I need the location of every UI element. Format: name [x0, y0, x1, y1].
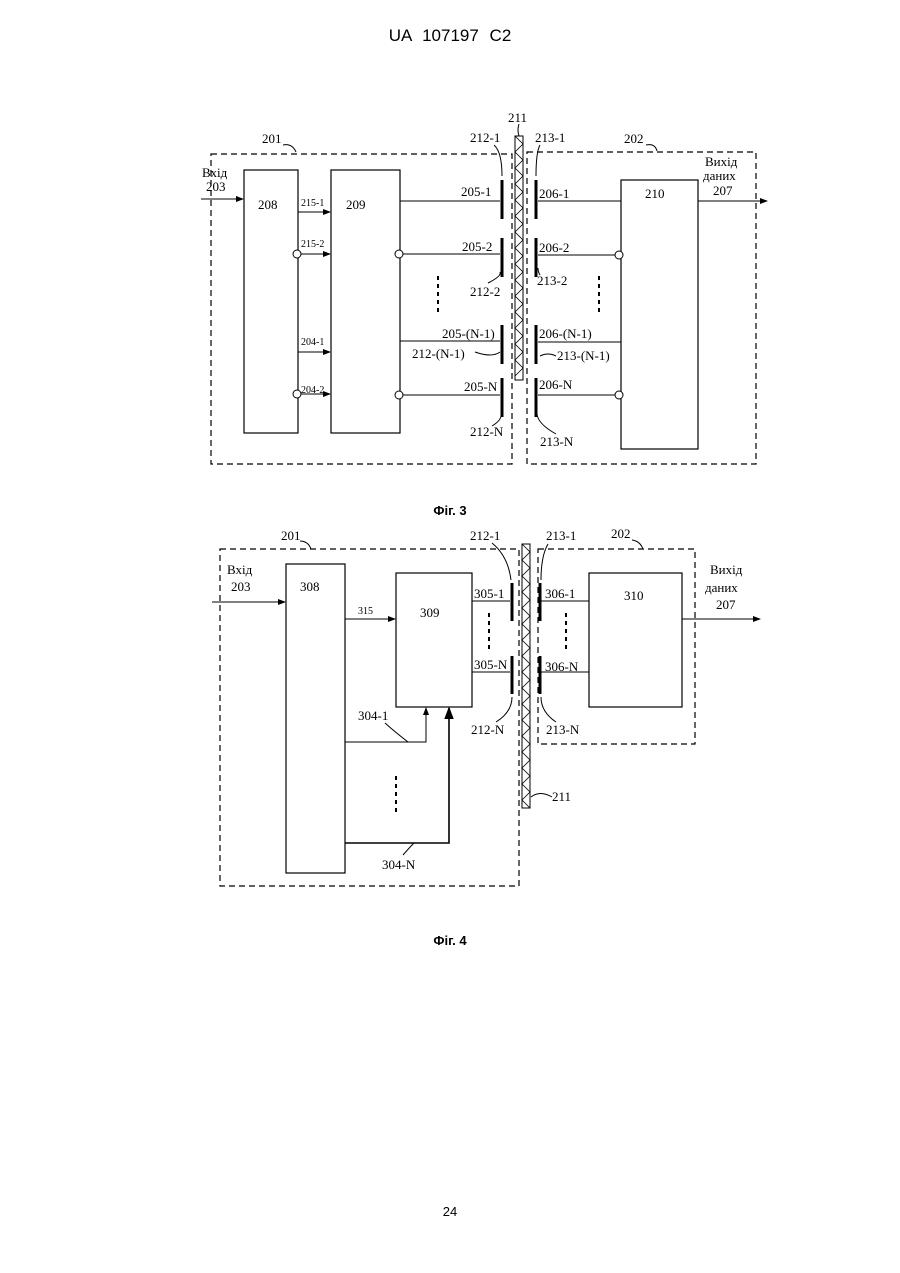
group-tx-label: 201 — [262, 131, 282, 146]
ant-label-212-n1: 212-(N-1) — [412, 346, 465, 361]
ant-label-212-1: 212-1 — [470, 130, 500, 145]
block-308-label: 308 — [300, 579, 320, 594]
ant-label-212-n: 212-N — [471, 722, 505, 737]
chain-label: 211 — [552, 789, 571, 804]
input-label: Вхід — [202, 165, 228, 180]
ant-label-213-n1: 213-(N-1) — [557, 348, 610, 363]
group-rx-label: 202 — [611, 526, 631, 541]
ant-label-212-2: 212-2 — [470, 284, 500, 299]
rx-label-206-n: 206-N — [539, 377, 573, 392]
output-label-line2: даних — [703, 168, 736, 183]
page-number: 24 — [0, 1204, 900, 1219]
block-309 — [396, 573, 472, 707]
group-tx-label: 201 — [281, 528, 301, 543]
ant-label-212-1: 212-1 — [470, 528, 500, 543]
signal-215-2: 215-2 — [301, 239, 324, 250]
block-209 — [331, 170, 400, 433]
figure-3-caption: Фіг. 3 — [0, 503, 900, 518]
input-label: Вхід — [227, 562, 253, 577]
output-label-line1: Вихід — [705, 154, 738, 169]
ant-label-213-1: 213-1 — [546, 528, 576, 543]
rx-label-206-1: 206-1 — [539, 186, 569, 201]
signal-215-1: 215-1 — [301, 198, 324, 209]
figure-4-caption: Фіг. 4 — [0, 933, 900, 948]
rx-label-306-n: 306-N — [545, 659, 579, 674]
tx-label-205-n1: 205-(N-1) — [442, 326, 495, 341]
tx-label-305-n: 305-N — [474, 657, 508, 672]
output-number: 207 — [713, 183, 733, 198]
block-309-label: 309 — [420, 605, 440, 620]
rx-label-306-1: 306-1 — [545, 586, 575, 601]
input-number: 203 — [206, 179, 226, 194]
block-210 — [621, 180, 698, 449]
output-number: 207 — [716, 597, 736, 612]
signal-304-1: 304-1 — [358, 708, 388, 723]
block-209-label: 209 — [346, 197, 366, 212]
tx-label-205-1: 205-1 — [461, 184, 491, 199]
block-208-label: 208 — [258, 197, 278, 212]
block-310-label: 310 — [624, 588, 644, 603]
ant-label-213-n: 213-N — [540, 434, 574, 449]
tx-label-205-n: 205-N — [464, 379, 498, 394]
signal-204-2: 204-2 — [301, 385, 324, 396]
block-210-label: 210 — [645, 186, 665, 201]
dielectric-chain — [522, 544, 530, 808]
signal-315: 315 — [358, 606, 373, 617]
dielectric-chain — [515, 136, 523, 380]
ant-label-212-n: 212-N — [470, 424, 504, 439]
signal-304-n: 304-N — [382, 857, 416, 872]
output-label-line1: Вихід — [710, 562, 743, 577]
block-308 — [286, 564, 345, 873]
group-rx-label: 202 — [624, 131, 644, 146]
chain-label: 211 — [508, 110, 527, 125]
figure-4-diagram: 201 202 211 308 309 310 Вхід 203 Вихід д… — [0, 520, 900, 920]
figure-3-diagram: 201 202 211 208 209 210 Вхід 203 Вихід д… — [0, 0, 900, 480]
output-label-line2: даних — [705, 580, 738, 595]
ant-label-213-n: 213-N — [546, 722, 580, 737]
ant-label-213-2: 213-2 — [537, 273, 567, 288]
rx-label-206-n1: 206-(N-1) — [539, 326, 592, 341]
tx-label-205-2: 205-2 — [462, 239, 492, 254]
ant-label-213-1: 213-1 — [535, 130, 565, 145]
signal-204-1: 204-1 — [301, 337, 324, 348]
input-number: 203 — [231, 579, 251, 594]
rx-label-206-2: 206-2 — [539, 240, 569, 255]
tx-label-305-1: 305-1 — [474, 586, 504, 601]
